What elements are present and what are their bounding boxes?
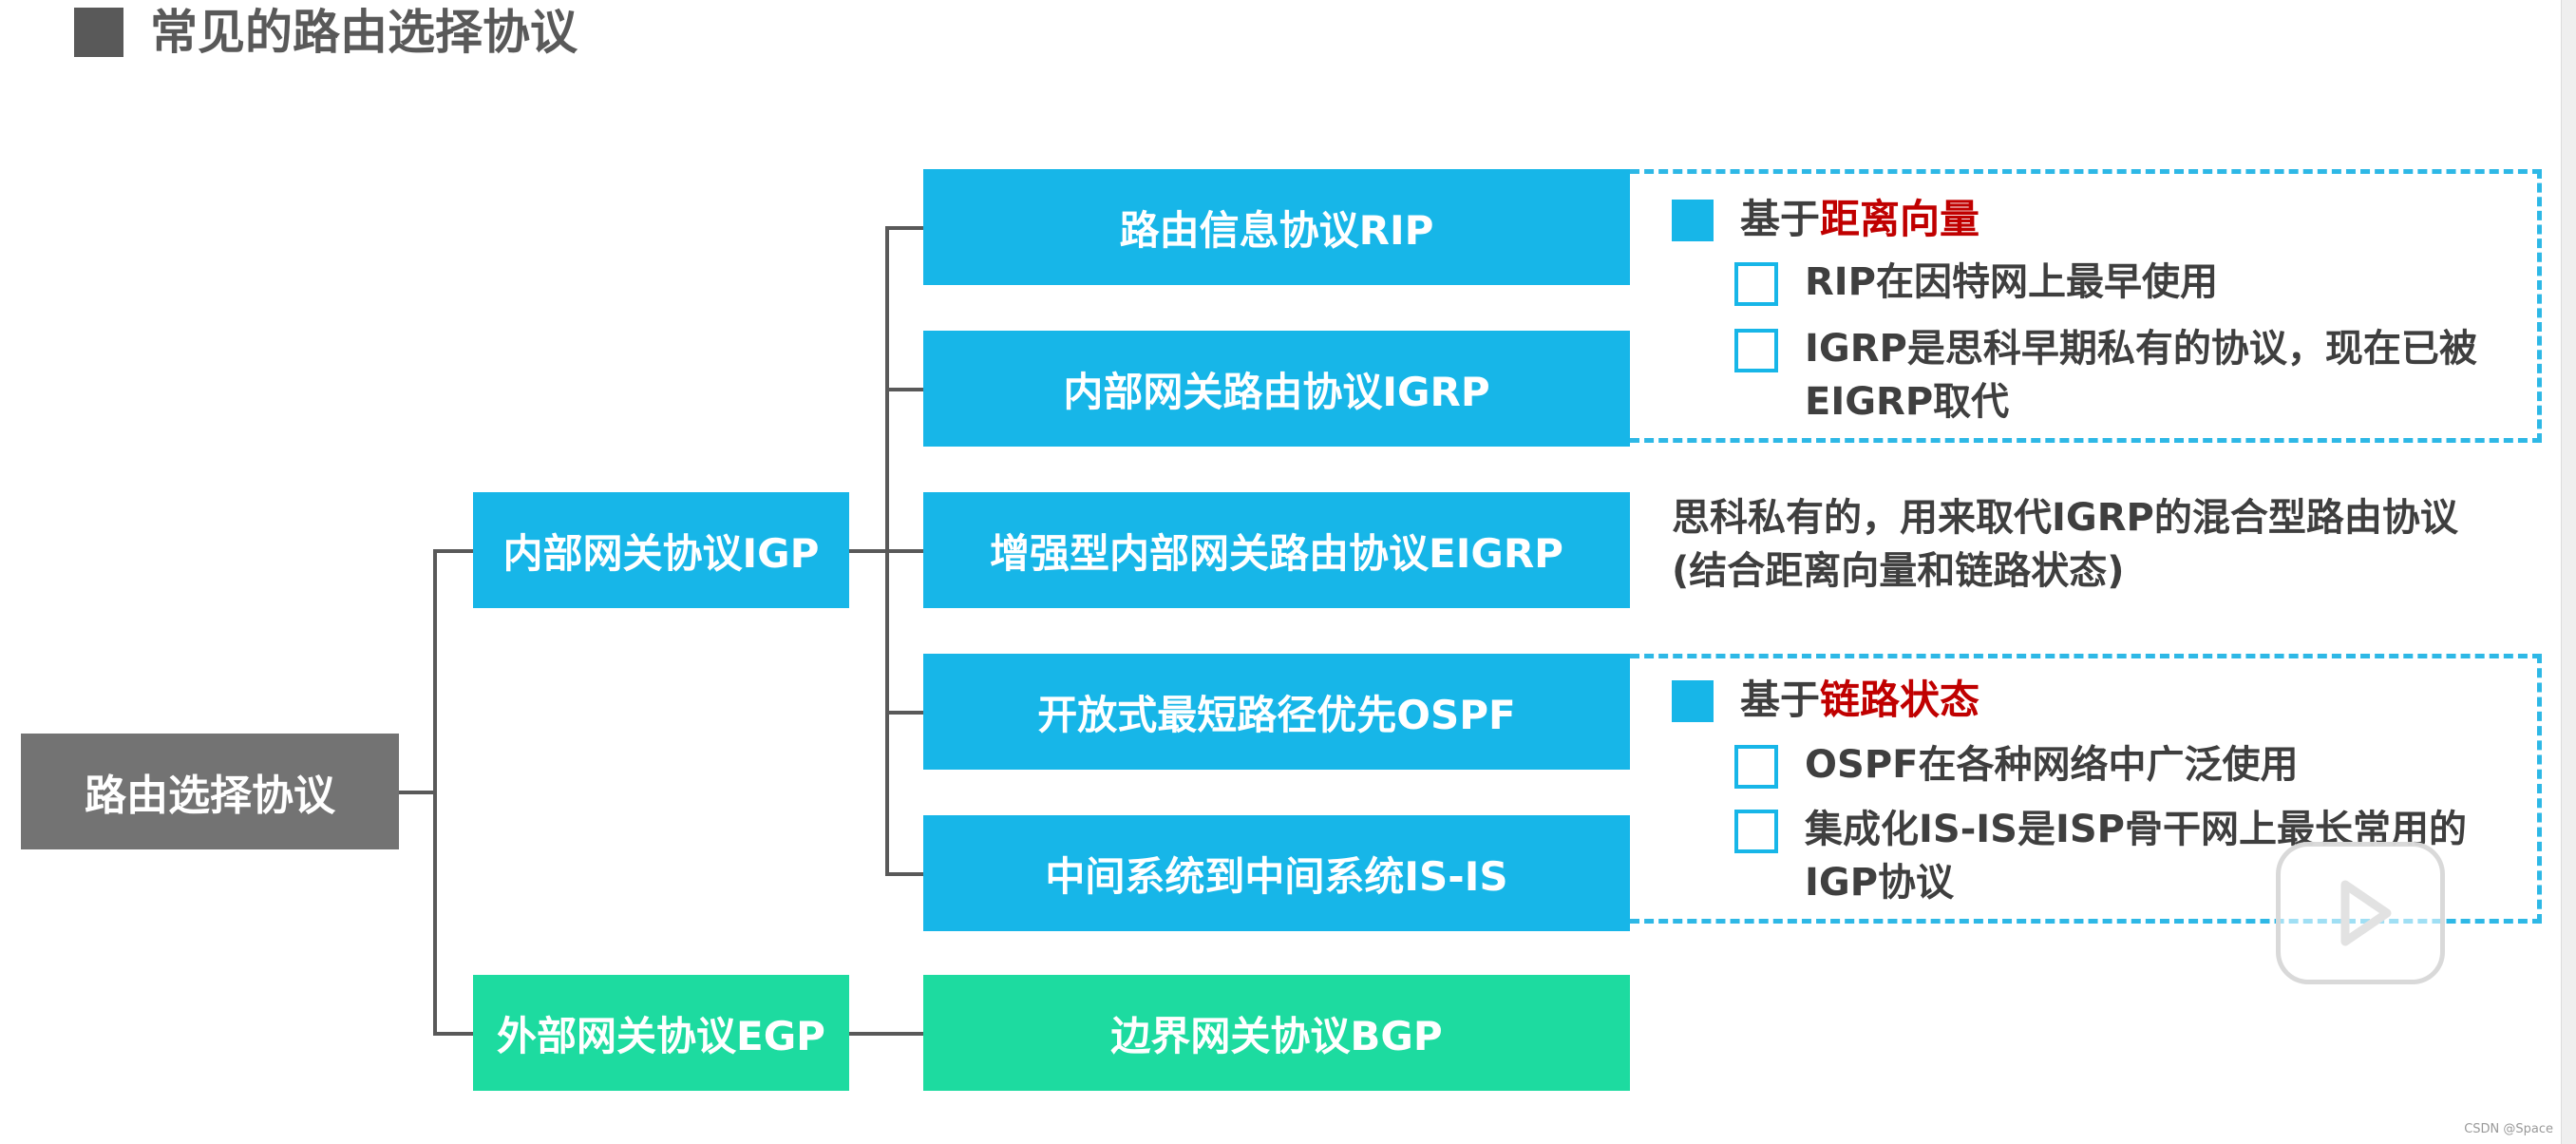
play-icon bbox=[2340, 880, 2392, 946]
distance-vector-group bbox=[1630, 169, 2542, 443]
isis-note-line2: IGP协议 bbox=[1805, 861, 1955, 905]
igrp-note-line2: EIGRP取代 bbox=[1805, 380, 2010, 424]
eigrp-node: 增强型内部网关路由协议EIGRP bbox=[923, 492, 1630, 608]
link-state-bullet-icon bbox=[1672, 680, 1714, 722]
rip-note: RIP在因特网上最早使用 bbox=[1805, 260, 2218, 304]
play-button[interactable] bbox=[2276, 842, 2445, 984]
distance-vector-highlight: 距离向量 bbox=[1820, 196, 1980, 242]
ospf-note: OSPF在各种网络中广泛使用 bbox=[1805, 743, 2299, 787]
distance-vector-bullet-icon bbox=[1672, 200, 1714, 241]
distance-vector-prefix: 基于 bbox=[1740, 196, 1821, 242]
connector-to-igp bbox=[433, 549, 473, 553]
eigrp-note-line2: (结合距离向量和链路状态) bbox=[1672, 549, 2125, 593]
rip-node: 路由信息协议RIP bbox=[923, 169, 1630, 285]
ospf-note-checkbox-icon bbox=[1734, 745, 1778, 789]
isis-note-checkbox-icon bbox=[1734, 810, 1778, 853]
connector-to-igrp bbox=[885, 388, 923, 391]
egp-node: 外部网关协议EGP bbox=[473, 975, 849, 1091]
igp-node: 内部网关协议IGP bbox=[473, 492, 849, 608]
connector-to-isis bbox=[885, 872, 923, 876]
connector-egp-bgp bbox=[849, 1032, 923, 1036]
link-state-highlight: 链路状态 bbox=[1820, 677, 1980, 723]
igrp-node: 内部网关路由协议IGRP bbox=[923, 331, 1630, 447]
isis-node: 中间系统到中间系统IS-IS bbox=[923, 815, 1630, 931]
igrp-note-checkbox-icon bbox=[1734, 329, 1778, 372]
connector-igp-out bbox=[849, 549, 887, 553]
ospf-node: 开放式最短路径优先OSPF bbox=[923, 654, 1630, 770]
link-state-prefix: 基于 bbox=[1740, 677, 1821, 723]
connector-to-ospf bbox=[885, 711, 923, 715]
title-square-icon bbox=[74, 8, 123, 57]
connector-root-trunk bbox=[433, 549, 437, 1036]
watermark: CSDN @Space bbox=[2464, 1122, 2553, 1136]
link-state-group bbox=[1630, 654, 2542, 924]
connector-to-rip bbox=[885, 226, 923, 230]
connector-to-eigrp bbox=[885, 549, 923, 553]
link-state-heading: 基于链路状态 bbox=[1740, 675, 1979, 726]
root-node: 路由选择协议 bbox=[21, 734, 399, 849]
bgp-node: 边界网关协议BGP bbox=[923, 975, 1630, 1091]
eigrp-note-line1: 思科私有的，用来取代IGRP的混合型路由协议 bbox=[1672, 496, 2458, 540]
connector-root-out bbox=[399, 791, 435, 794]
scrollbar-strip[interactable] bbox=[2561, 0, 2576, 1144]
igrp-note-line1: IGRP是思科早期私有的协议，现在已被 bbox=[1805, 327, 2477, 371]
distance-vector-heading: 基于距离向量 bbox=[1740, 194, 1979, 245]
rip-note-checkbox-icon bbox=[1734, 262, 1778, 306]
page-title: 常见的路由选择协议 bbox=[150, 5, 578, 60]
connector-to-egp bbox=[433, 1032, 473, 1036]
